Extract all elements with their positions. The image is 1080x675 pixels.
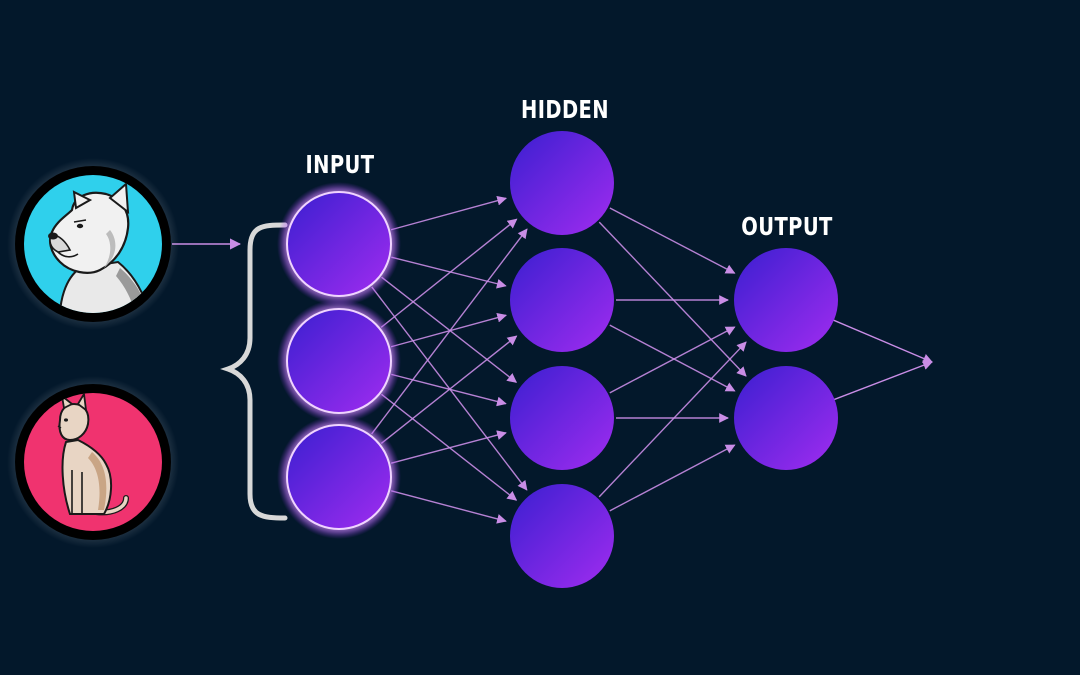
edge-hidden-1-to-output-2 [598, 221, 747, 377]
edge-hidden-4-to-output-1 [598, 341, 747, 498]
hidden-node-2 [510, 248, 614, 352]
input-node-3 [277, 415, 401, 539]
edge-input-1-to-hidden-3 [381, 276, 518, 383]
edge-input-3-to-hidden-2 [380, 335, 518, 444]
hidden-node-1 [510, 131, 614, 235]
edge-input-1-to-hidden-2 [391, 256, 507, 289]
edge-hidden-3-to-output-1 [609, 326, 736, 394]
edge-input-2-to-hidden-2 [390, 312, 508, 348]
edge-input-3-to-hidden-1 [371, 228, 528, 435]
hidden-node-4 [510, 484, 614, 588]
edge-input-3-to-hidden-4 [391, 490, 507, 524]
edge-hidden-4-to-output-2 [609, 444, 736, 512]
input-bracket [220, 222, 288, 521]
input-node-2 [277, 299, 401, 423]
edge-input-1-to-hidden-1 [390, 195, 508, 231]
output-layer-label: OUTPUT [741, 212, 833, 241]
edge-input-1-to-hidden-4 [371, 286, 528, 491]
edge-input-2-to-hidden-3 [391, 373, 507, 407]
nodes [277, 131, 838, 588]
cat-icon [7, 376, 179, 548]
hidden-layer-label: HIDDEN [521, 95, 609, 124]
output-node-1 [734, 248, 838, 352]
hidden-node-3 [510, 366, 614, 470]
output-node-2 [734, 366, 838, 470]
connections [371, 195, 747, 524]
edge-input-3-to-hidden-3 [391, 430, 507, 464]
dog-icon [7, 158, 179, 330]
input-layer-label: INPUT [305, 150, 375, 179]
input-node-1 [277, 182, 401, 306]
edge-hidden-2-to-output-2 [609, 324, 736, 392]
edge-hidden-1-to-output-1 [609, 207, 736, 274]
edge-input-2-to-hidden-1 [380, 218, 518, 328]
